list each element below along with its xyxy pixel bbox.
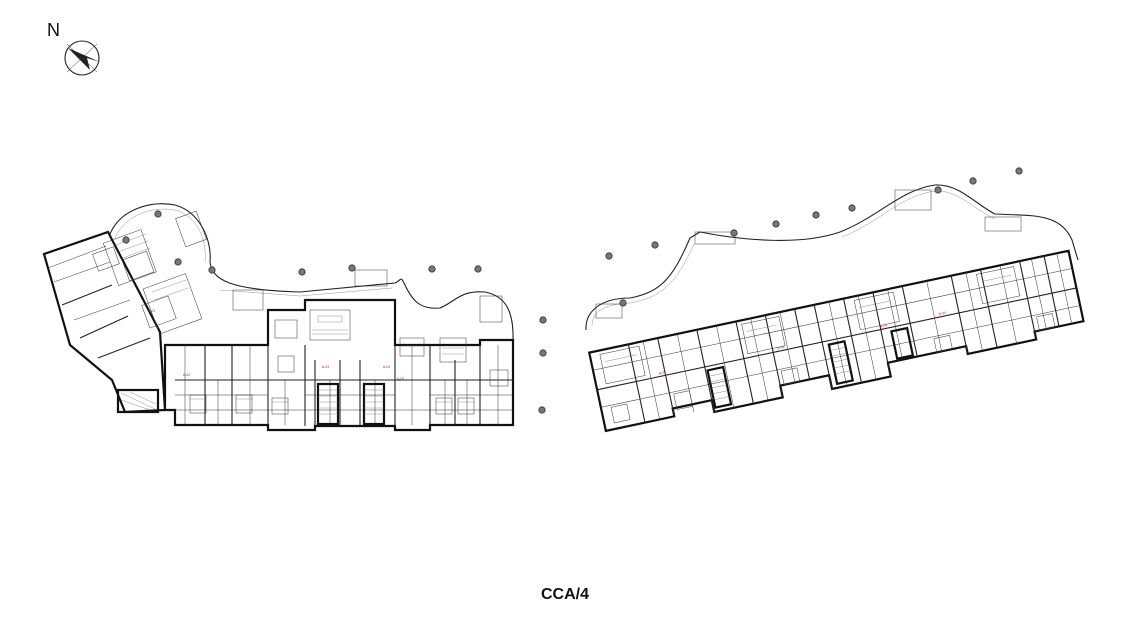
right-building-plan: B-01 B-02 B-03 B-04 [585,167,1085,433]
svg-text:B-04: B-04 [938,311,946,316]
svg-text:A-02: A-02 [183,373,190,377]
svg-text:B-03: B-03 [880,323,888,328]
sheet-title: CCA/4 [540,586,589,603]
north-arrow-icon [64,40,100,76]
north-label: N [47,20,60,40]
svg-text:A-01: A-01 [148,309,155,313]
left-balcony-outline [109,203,514,345]
svg-text:A-04: A-04 [383,365,390,369]
svg-text:A-05: A-05 [397,377,404,381]
right-balcony-outline [585,184,1079,331]
svg-text:A-03: A-03 [322,365,329,369]
svg-text:B-02: B-02 [777,345,785,350]
svg-text:B-01: B-01 [659,370,667,375]
left-building-plan: A-01 A-02 A-03 A-04 A-05 [42,203,547,432]
